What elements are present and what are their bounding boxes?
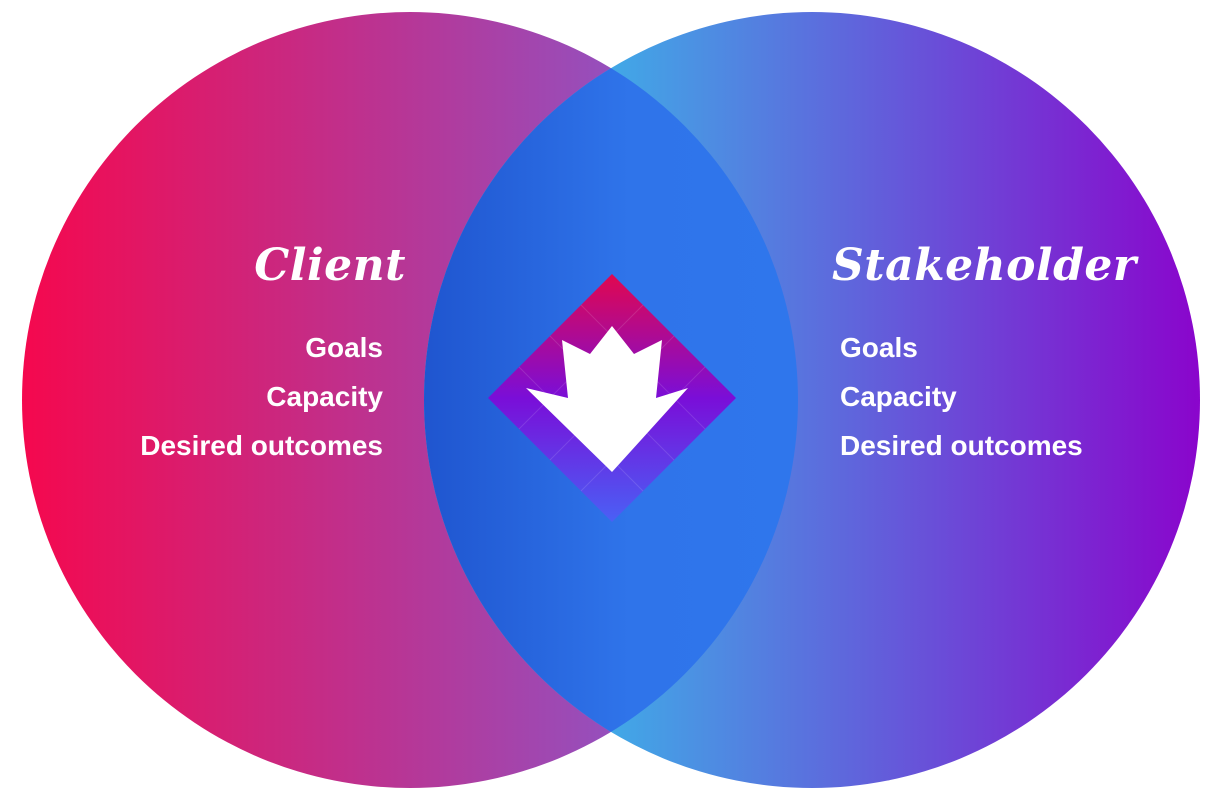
maple-leaf-diamond-icon — [488, 274, 736, 522]
stakeholder-title: Stakeholder — [832, 240, 1137, 291]
client-item-goals: Goals — [305, 332, 383, 363]
client-items: Goals Capacity Desired outcomes — [140, 323, 383, 470]
client-item-capacity: Capacity — [266, 381, 383, 412]
client-item-desired-outcomes: Desired outcomes — [140, 430, 383, 461]
stakeholder-item-capacity: Capacity — [840, 381, 957, 412]
stakeholder-item-goals: Goals — [840, 332, 918, 363]
client-title: Client — [254, 240, 406, 291]
maple-leaf-shape — [526, 326, 688, 472]
stakeholder-item-desired-outcomes: Desired outcomes — [840, 430, 1083, 461]
stakeholder-items: Goals Capacity Desired outcomes — [840, 323, 1083, 470]
overlap-region — [424, 12, 798, 788]
